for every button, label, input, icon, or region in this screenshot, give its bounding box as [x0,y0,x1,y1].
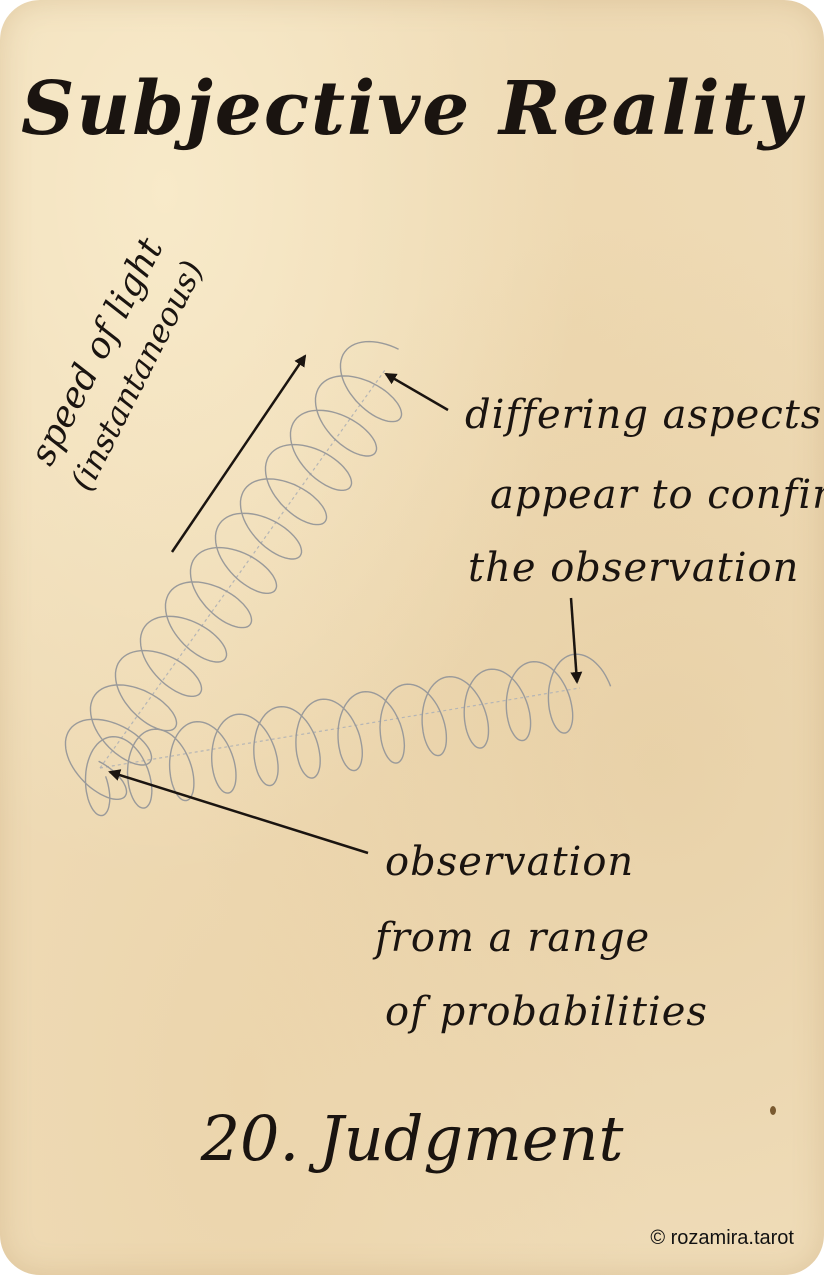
copyright-watermark: © rozamira.tarot [650,1227,794,1249]
spiral-horizontal-path [84,653,612,817]
diagonal-spiral [64,340,403,800]
observation-annotation-line2: from a range [375,915,651,961]
horizontal-spiral [84,653,612,817]
horizontal-axis-line [99,687,581,769]
card-title: Subjective Reality [21,66,803,152]
diagonal-axis-line [99,369,386,769]
aspects-arrow [384,372,449,412]
confirm-arrow [569,597,583,684]
card-number-title: 20. Judgment [200,1102,624,1175]
aspects-annotation-line1: differing aspects [465,392,823,438]
aspects-annotation-line2: appear to confirm [490,472,824,518]
observation-annotation-line1: observation [385,839,635,885]
observation-arrow [108,769,369,855]
speed-of-light-arrow [170,354,307,553]
observation-annotation-line3: of probabilities [385,989,708,1035]
spiral-diagonal-path [64,340,403,800]
aspects-annotation-line3: the observation [468,545,800,591]
paper-stain [770,1106,776,1115]
